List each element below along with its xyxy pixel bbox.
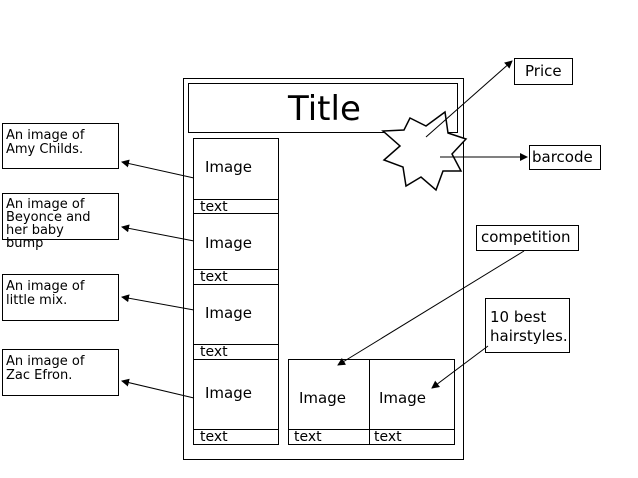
annotation-zac: An image of Zac Efron. <box>6 354 85 383</box>
text-label-6: text <box>374 429 402 445</box>
magazine-title: Title <box>288 89 361 129</box>
annotation-box-littlemix <box>2 274 119 321</box>
annotation-box-amy <box>2 123 119 169</box>
annotation-box-competition <box>476 225 579 251</box>
annotation-box-barcode <box>529 145 601 170</box>
text-label-2: text <box>200 269 228 285</box>
image-label-3: Image <box>205 304 252 322</box>
annotation-littlemix: An image of little mix. <box>6 279 85 308</box>
arrow-amy <box>121 159 195 179</box>
image-box-5 <box>288 359 370 430</box>
image-box-1 <box>193 138 279 200</box>
image-label-6: Image <box>379 389 426 407</box>
text-label-1: text <box>200 199 228 215</box>
text-label-3: text <box>200 344 228 360</box>
annotation-box-beyonce <box>2 193 119 240</box>
arrow-hairstyles <box>431 345 489 389</box>
arrow-beyonce <box>121 224 195 242</box>
annotation-competition: competition <box>481 228 571 246</box>
price-starburst <box>381 110 468 192</box>
image-label-1: Image <box>205 158 252 176</box>
image-box-6 <box>369 359 455 430</box>
annotation-beyonce: An image of Beyonce and her baby bump <box>6 197 91 251</box>
annotation-amy: An image of Amy Childs. <box>6 128 85 157</box>
annotation-box-zac <box>2 349 119 396</box>
annotation-barcode: barcode <box>532 148 593 166</box>
arrow-competition <box>337 250 525 366</box>
annotation-price: Price <box>525 62 562 80</box>
image-label-4: Image <box>205 384 252 402</box>
text-label-4: text <box>200 429 228 445</box>
image-label-5: Image <box>299 389 346 407</box>
annotation-hairstyles: 10 best hairstyles. <box>490 308 568 345</box>
text-strip-6 <box>369 429 455 445</box>
arrow-price <box>425 60 513 138</box>
annotation-box-price <box>514 58 573 85</box>
image-box-3 <box>193 284 279 345</box>
arrow-zac <box>121 378 195 399</box>
text-strip-4 <box>193 429 279 445</box>
arrow-littlemix <box>121 294 195 311</box>
annotation-box-hairstyles <box>485 298 570 353</box>
image-box-4 <box>193 359 279 430</box>
image-label-2: Image <box>205 234 252 252</box>
text-label-5: text <box>294 429 322 445</box>
